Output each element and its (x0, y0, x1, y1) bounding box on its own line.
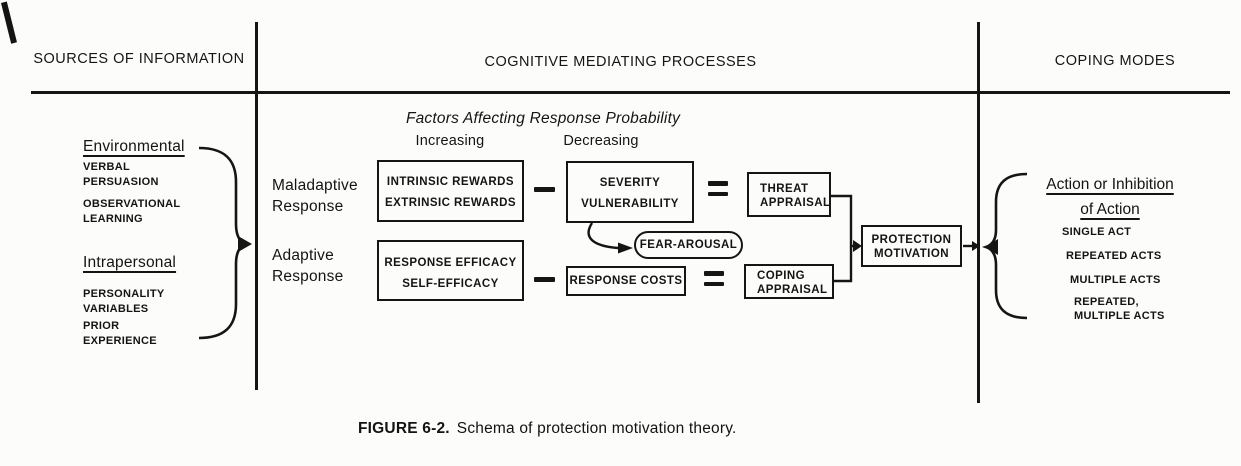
figure-caption-text: Schema of protection motivation theory. (456, 420, 737, 437)
source-item-personality-variables: PERSONALITY VARIABLES (83, 288, 165, 315)
coping-brace (981, 172, 1028, 320)
efficacy-box: RESPONSE EFFICACY SELF-EFFICACY (377, 240, 524, 301)
increasing-label: Increasing (415, 133, 485, 149)
figure-caption: FIGURE 6-2. Schema of protection motivati… (358, 420, 737, 438)
sources-brace-arrow (198, 146, 252, 340)
column-divider-right (977, 22, 980, 403)
scan-artifact (1, 1, 17, 44)
fear-arousal-box: FEAR-AROUSAL (634, 231, 743, 259)
appraisal-connector (831, 194, 862, 283)
maladaptive-response-label: Maladaptive Response (272, 177, 358, 215)
adaptive-response-label: Adaptive Response (272, 247, 344, 285)
column-header-coping: COPING MODES (1054, 53, 1176, 69)
severity-box: SEVERITY VULNERABILITY (566, 161, 694, 223)
coping-item-repeated-multiple-acts: REPEATED, MULTIPLE ACTS (1074, 296, 1165, 322)
response-costs-box: RESPONSE COSTS (566, 266, 686, 296)
protection-output-arrow (963, 241, 980, 251)
rewards-box: INTRINSIC REWARDS EXTRINSIC REWARDS (377, 160, 524, 222)
group-title-environmental: Environmental (83, 138, 185, 155)
source-item-prior-experience: PRIOR EXPERIENCE (83, 320, 157, 347)
header-divider-line (31, 91, 1230, 94)
protection-motivation-box: PROTECTION MOTIVATION (861, 225, 962, 267)
minus-operator (534, 187, 555, 192)
equals-operator (704, 271, 724, 286)
decreasing-label: Decreasing (563, 133, 639, 149)
equals-operator (708, 181, 728, 196)
fear-arousal-arrow (587, 222, 633, 254)
coping-modes-title: Action or Inhibition of Action (1046, 176, 1174, 218)
minus-operator (534, 277, 555, 282)
figure-caption-label: FIGURE 6-2. (358, 420, 450, 437)
coping-item-multiple-acts: MULTIPLE ACTS (1070, 274, 1161, 286)
column-header-cognitive: COGNITIVE MEDIATING PROCESSES (484, 54, 757, 70)
source-item-observational-learning: OBSERVATIONAL LEARNING (83, 198, 181, 225)
column-divider-left (255, 22, 258, 390)
column-header-sources: SOURCES OF INFORMATION (33, 51, 245, 67)
source-item-verbal-persuasion: VERBAL PERSUASION (83, 161, 159, 188)
threat-appraisal-box: THREAT APPRAISAL (747, 172, 831, 217)
coping-item-repeated-acts: REPEATED ACTS (1066, 250, 1162, 262)
factors-subtitle: Factors Affecting Response Probability (405, 110, 681, 127)
coping-item-single-act: SINGLE ACT (1062, 226, 1132, 238)
group-title-intrapersonal: Intrapersonal (83, 254, 177, 271)
coping-appraisal-box: COPING APPRAISAL (744, 264, 834, 299)
